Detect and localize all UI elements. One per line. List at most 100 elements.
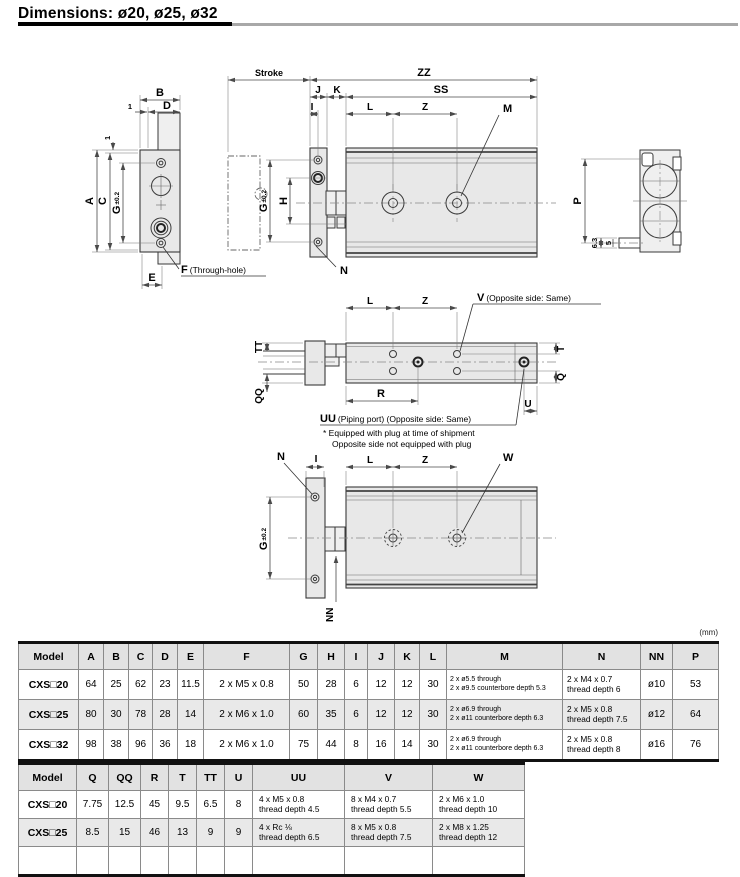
cell: 16	[367, 729, 395, 761]
cell: 13	[168, 818, 197, 847]
dim-label-d: D	[163, 100, 171, 112]
cell: 64	[672, 699, 719, 730]
dim-label-h: H	[278, 197, 290, 205]
end-view: P 6.3 5	[572, 149, 687, 253]
table-header-row: Model A B C D E F G H I J K L M N NN P	[18, 642, 719, 670]
cell: 98	[78, 729, 104, 761]
top-view: L Z V(Opposite side: Same) TT QQ T Q R U…	[254, 292, 601, 449]
col-header: Model	[18, 642, 79, 670]
cell: 9	[224, 818, 253, 847]
title-rule-black	[18, 22, 232, 26]
cell: 6	[344, 669, 368, 700]
svg-text:G±0.2: G±0.2	[258, 190, 270, 213]
cell: 28	[317, 669, 345, 700]
table-row-clipped	[18, 846, 525, 876]
cell: 23	[152, 669, 178, 700]
model-cell: CXS□32	[18, 729, 79, 761]
dim-label-one-top: 1	[128, 102, 132, 111]
dim-label-t: T	[556, 346, 567, 352]
col-header: UU	[252, 763, 345, 791]
dim-label-r: R	[377, 388, 385, 400]
dim-label-l: L	[367, 102, 373, 113]
table-row: CXS□20 7.75 12.5 45 9.5 6.5 8 4 x M5 x 0…	[18, 790, 525, 819]
col-header: L	[419, 642, 447, 670]
dimension-drawings: B D 1 A C 1 G±0.2 E F(Through-hole)	[84, 67, 687, 622]
plug-note-1: * Equipped with plug at time of shipment	[323, 428, 475, 438]
col-header: Q	[76, 763, 109, 791]
model-cell: CXS□25	[18, 699, 79, 730]
cell: 36	[152, 729, 178, 761]
col-header: TT	[196, 763, 225, 791]
col-header: W	[432, 763, 525, 791]
col-header: C	[128, 642, 153, 670]
svg-text:G±0.2: G±0.2	[111, 192, 123, 215]
dim-label-l-top: L	[367, 296, 373, 307]
col-header: U	[224, 763, 253, 791]
cell: 2 x M5 x 0.8	[203, 669, 290, 700]
dim-label-qq: QQ	[254, 388, 265, 404]
dim-label-i: I	[311, 102, 314, 113]
model-cell: CXS□20	[18, 669, 79, 700]
dim-label-q: Q	[556, 373, 567, 381]
table-header-row: Model Q QQ R T TT U UU V W	[18, 763, 525, 791]
cell: 80	[78, 699, 104, 730]
title-rule-gray	[232, 23, 738, 26]
side-view: Stroke ZZ J K SS I L Z M G±0.2 H N	[227, 67, 556, 277]
dim-label-z-top: Z	[422, 296, 428, 307]
dim-label-ss: SS	[434, 84, 449, 96]
cell: 9	[196, 818, 225, 847]
cell: 50	[289, 669, 318, 700]
cell: 12.5	[108, 790, 141, 819]
col-header: R	[140, 763, 169, 791]
cell: 2 x M6 x 1.0	[203, 699, 290, 730]
model-cell: CXS□25	[18, 818, 77, 847]
cell: 9.5	[168, 790, 197, 819]
dim-label-nn: NN	[325, 608, 336, 622]
cell: 46	[140, 818, 169, 847]
cell: 7.75	[76, 790, 109, 819]
dim-label-e: E	[148, 272, 155, 284]
svg-text:G±0.2: G±0.2	[258, 528, 270, 551]
col-header: V	[344, 763, 433, 791]
col-header: M	[446, 642, 563, 670]
dim-label-z: Z	[422, 102, 428, 113]
cell: 60	[289, 699, 318, 730]
dim-label-i-bottom: I	[315, 454, 318, 465]
cell: 6	[344, 699, 368, 730]
dim-label-w: W	[503, 452, 514, 464]
cell: 6.5	[196, 790, 225, 819]
dim-label-g3-tol: ±0.2	[261, 528, 268, 541]
col-header: I	[344, 642, 368, 670]
col-header: A	[78, 642, 104, 670]
col-header: E	[177, 642, 204, 670]
cell: 12	[394, 669, 420, 700]
dim-label-z-bottom: Z	[422, 455, 428, 466]
cell: ø16	[640, 729, 673, 761]
col-header: D	[152, 642, 178, 670]
table-row: CXS□25 80 30 78 28 14 2 x M6 x 1.0 60 35…	[18, 699, 719, 730]
bottom-view: L Z I N G±0.2 W NN	[258, 451, 556, 622]
front-view: B D 1 A C 1 G±0.2 E F(Through-hole)	[84, 87, 266, 289]
cell: 35	[317, 699, 345, 730]
col-header: G	[289, 642, 318, 670]
dim-label-63: 6.3	[590, 238, 599, 248]
cell: 96	[128, 729, 153, 761]
dim-label-stroke: Stroke	[255, 68, 283, 78]
cell: 25	[103, 669, 129, 700]
unit-note: (mm)	[699, 628, 718, 637]
dim-label-a: A	[84, 197, 96, 205]
cell: 14	[394, 729, 420, 761]
dim-label-uu: UU(Piping port) (Opposite side: Same)	[320, 413, 471, 425]
dim-label-g-tol: ±0.2	[114, 192, 121, 205]
